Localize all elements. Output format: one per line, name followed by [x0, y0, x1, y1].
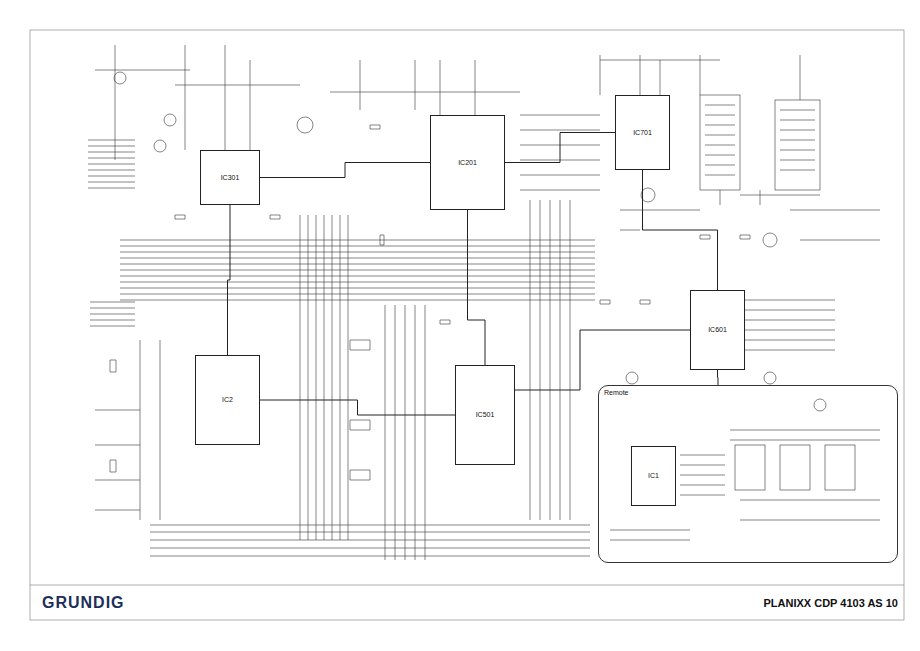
bus-wires: [300, 215, 348, 540]
transistor-symbol: [641, 188, 655, 202]
transistor-symbol: [763, 233, 777, 247]
switch-matrix: [780, 445, 810, 490]
bus-connector: [515, 330, 690, 390]
transistor-symbol: [297, 117, 313, 133]
bus-connector: [717, 370, 719, 385]
connector-symbol: [775, 100, 820, 190]
connector-pins: [95, 340, 160, 520]
connector-pins: [88, 140, 135, 188]
part-name: Remote: [604, 389, 629, 397]
sheet-title: PLANIXX CDP 4103 AS 10: [763, 597, 898, 609]
bus-wires: [120, 240, 595, 300]
bus-connector: [505, 133, 615, 163]
part-name: IC201: [458, 159, 477, 167]
switch-matrix: [825, 445, 855, 490]
ic-chip: IC1: [631, 446, 676, 506]
ic-chip: IC501: [455, 365, 515, 465]
supply-wires: [95, 60, 720, 190]
connector-pins: [90, 302, 135, 326]
bus-connector: [228, 205, 231, 355]
bus-wires: [385, 305, 425, 560]
footer-rule: [30, 585, 904, 586]
ic-chip: IC201: [430, 115, 505, 210]
transistor-symbol: [814, 399, 826, 411]
ic-chip: IC701: [615, 95, 670, 170]
bus-connector: [260, 400, 455, 415]
remote-board: RemoteIC1: [598, 385, 898, 563]
part-name: IC2: [222, 396, 233, 404]
bus-connector: [260, 163, 430, 178]
brand-logo: GRUNDIG: [42, 594, 125, 612]
part-name: IC301: [221, 174, 240, 182]
transistor-symbol: [764, 372, 776, 384]
output-wires: [620, 210, 880, 350]
transistor-symbol: [626, 372, 638, 384]
sheet-frame: [30, 30, 904, 620]
remote-wires: [610, 430, 880, 540]
bus-connector: [468, 210, 486, 365]
ic-chip: IC301: [200, 150, 260, 205]
bus-connector: [643, 170, 718, 290]
transistor-symbol: [154, 140, 166, 152]
part-name: IC1: [648, 472, 659, 480]
part-name: IC601: [708, 326, 727, 334]
switch-matrix: [735, 445, 765, 490]
ic-chip: IC601: [690, 290, 745, 370]
bus-wires: [150, 525, 590, 556]
part-name: IC701: [633, 129, 652, 137]
connector-symbol: [700, 95, 740, 190]
ic-chip: IC2: [195, 355, 260, 445]
transistor-symbol: [164, 114, 176, 126]
transistor-symbol: [114, 72, 126, 84]
connector-pins: [705, 105, 820, 205]
part-name: IC501: [476, 411, 495, 419]
bus-wires: [530, 200, 570, 520]
